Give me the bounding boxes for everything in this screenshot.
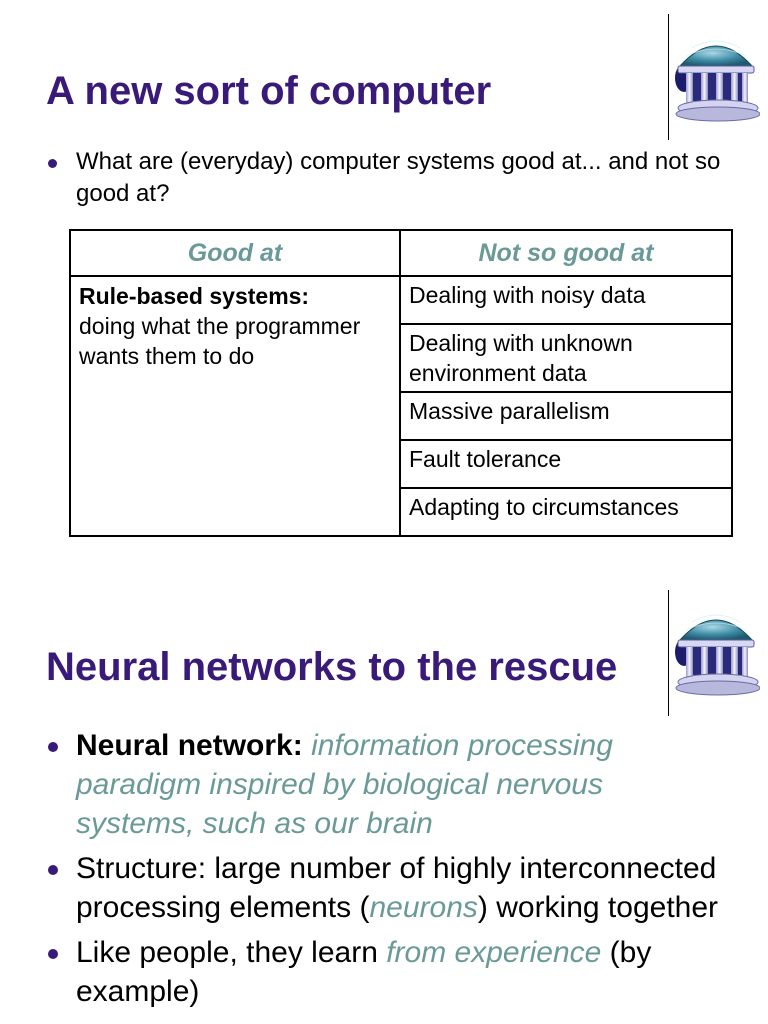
bullet-dot-icon: [48, 159, 57, 168]
table-row: Dealing with unknown environment data: [70, 323, 733, 393]
bullet-emphasis-text: from experience: [386, 936, 602, 969]
not-good-cell: Fault tolerance: [399, 439, 733, 489]
bullet-list: Neural network: information processing p…: [0, 726, 768, 1017]
not-good-cell: Dealing with unknown environment data: [399, 323, 733, 393]
bullet-text: ) working together: [477, 891, 719, 924]
not-good-cell: Adapting to circumstances: [399, 487, 733, 537]
slide-title: A new sort of computer: [46, 69, 492, 113]
good-at-cell: Rule-based systems: doing what the progr…: [69, 275, 401, 537]
slide-title: Neural networks to the rescue: [46, 645, 618, 689]
header-not-so-good-at: Not so good at: [399, 229, 733, 277]
slide-neural-networks: Neural networks to the rescue Neural net…: [0, 580, 768, 1024]
table-row: Rule-based systems: doing what the progr…: [69, 275, 733, 537]
bullet-text: (by example): [76, 936, 652, 1008]
bullet-item: Structure: large number of highly interc…: [0, 849, 768, 927]
slide-a-new-sort-of-computer: A new sort of computer What are (everyda…: [0, 14, 768, 537]
bullet-text: Structure: large number of highly interc…: [76, 852, 717, 924]
bullet-dot-icon: [48, 865, 58, 875]
table-row: Fault tolerance: [70, 439, 733, 489]
table-row: Massive parallelism: [70, 391, 733, 441]
table-header-row: Good at Not so good at: [69, 229, 733, 277]
bullet-emphasis-text: neurons: [369, 891, 478, 924]
domed-pavilion-icon: [672, 602, 760, 698]
bullet-strong-text: Neural network:: [76, 729, 303, 762]
bullet-dot-icon: [48, 949, 58, 959]
bullet-item: Neural network: information processing p…: [0, 726, 768, 843]
header-good-at: Good at: [69, 229, 401, 277]
good-at-text: doing what the programmer wants them to …: [79, 313, 361, 369]
comparison-table: Good at Not so good at Rule-based system…: [69, 229, 733, 537]
table-row: Adapting to circumstances: [70, 487, 733, 537]
bullet-text: Like people, they learn: [76, 936, 387, 969]
bullet-dot-icon: [48, 742, 58, 752]
good-at-bold: Rule-based systems:: [79, 283, 310, 309]
title-divider-line: [668, 590, 669, 716]
domed-pavilion-icon: [672, 28, 760, 124]
bullet-emphasis-text: information processing paradigm inspired…: [76, 729, 613, 840]
not-good-cell: Dealing with noisy data: [399, 275, 733, 325]
bullet-text: What are (everyday) computer systems goo…: [76, 148, 721, 207]
title-divider-line: [668, 14, 669, 140]
bullet-item: Like people, they learn from experience …: [0, 933, 768, 1011]
bullet-item: What are (everyday) computer systems goo…: [0, 146, 768, 210]
bullet-list: What are (everyday) computer systems goo…: [0, 146, 768, 210]
not-good-cell: Massive parallelism: [399, 391, 733, 441]
